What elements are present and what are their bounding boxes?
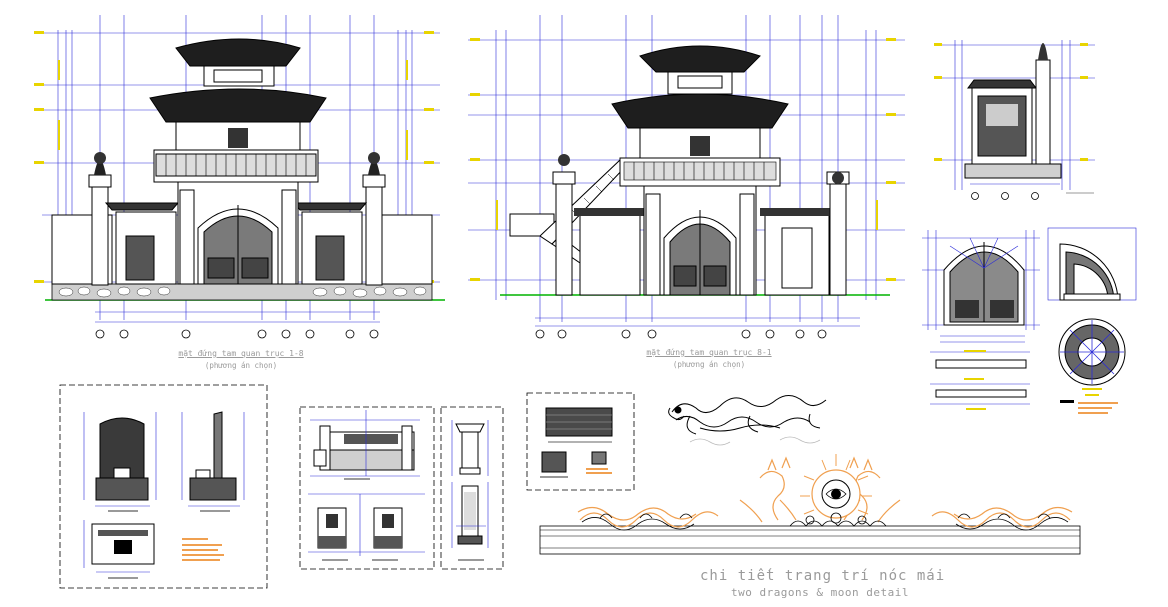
dragon-gray-cloud bbox=[689, 436, 821, 446]
wall-detail-panel bbox=[299, 406, 435, 570]
arched-door-detail bbox=[922, 227, 1137, 414]
caption-ornament-english: two dragons & moon detail bbox=[730, 586, 910, 599]
tile-detail-panel bbox=[526, 392, 635, 491]
stele-detail-panel bbox=[59, 384, 268, 589]
elevation-1-8 bbox=[34, 15, 445, 339]
caption-elevation-8-1: mặt đứng tam quan trục 8-1 bbox=[646, 348, 772, 357]
column-detail-panel bbox=[440, 406, 504, 570]
caption-elevation-8-1-sub: (phương án chọn) bbox=[672, 360, 746, 369]
single-dragon-ornament bbox=[668, 395, 827, 435]
side-gate-detail bbox=[934, 40, 1095, 200]
caption-elevation-1-8-sub: (phương án chọn) bbox=[204, 361, 278, 370]
two-dragons-moon-ornament bbox=[539, 454, 1081, 555]
elevation-8-1 bbox=[468, 15, 905, 339]
caption-elevation-1-8: mặt đứng tam quan trục 1-8 bbox=[178, 349, 304, 358]
caption-ornament-detail: chi tiết trang trí nóc mái bbox=[700, 568, 946, 584]
